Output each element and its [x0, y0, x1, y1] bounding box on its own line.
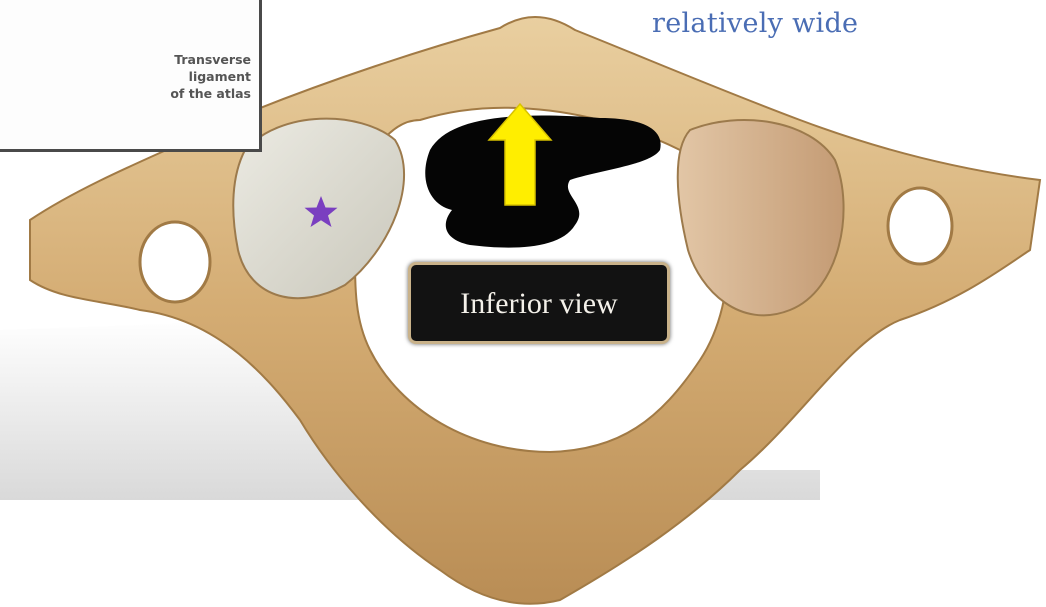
right-transverse-foramen [888, 188, 952, 264]
inset-label: Transverse ligament of the atlas [109, 51, 251, 102]
caption-box: Inferior view [408, 262, 670, 344]
caption-text: Inferior view [411, 287, 667, 321]
inset-label-line-3: of the atlas [109, 85, 251, 102]
inset-label-line-1: Transverse [109, 51, 251, 68]
inset-figure-frame: Transverse ligament of the atlas [0, 0, 262, 152]
left-transverse-foramen [140, 222, 210, 302]
inset-label-line-2: ligament [109, 68, 251, 85]
right-articular-facet [678, 120, 844, 315]
heading-text: relatively wide [652, 8, 858, 39]
